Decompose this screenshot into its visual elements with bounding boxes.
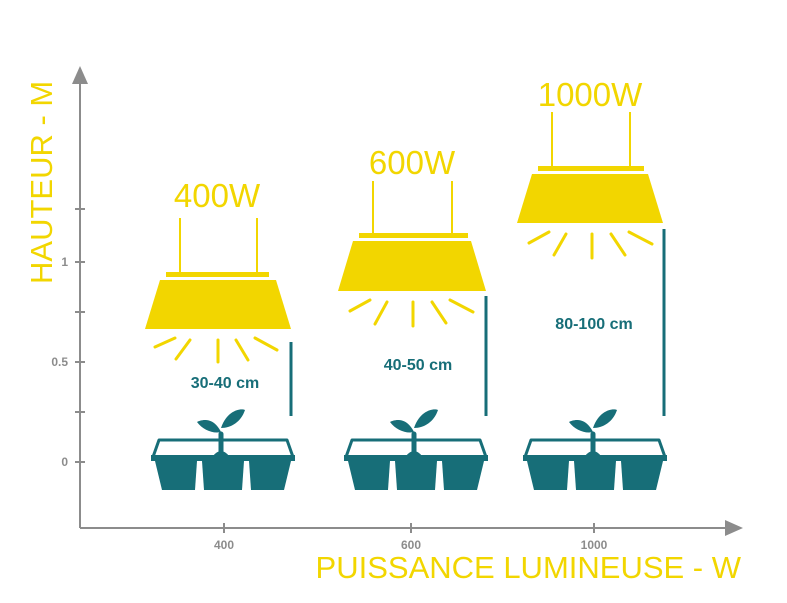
y-axis: 1 0.5 0 HAUTEUR - M	[24, 66, 88, 528]
y-axis-arrow-icon	[72, 66, 88, 84]
seedling-tray-icon	[523, 409, 667, 490]
x-axis: 400 600 1000 PUISSANCE LUMINEUSE - W	[80, 520, 743, 585]
grow-lamp-icon	[145, 218, 291, 364]
lamp-group-1000: 1000W 80-100 cm	[517, 76, 667, 490]
distance-label: 40-50 cm	[384, 357, 453, 374]
lamp-group-400: 400W 30-40 cm	[145, 177, 295, 490]
y-axis-title: HAUTEUR - M	[24, 81, 59, 284]
grow-lamp-icon	[338, 181, 486, 328]
lamp-group-600: 600W 40-50 cm	[338, 144, 488, 490]
lamp-power-label: 1000W	[538, 76, 643, 113]
seedling-tray-icon	[344, 409, 488, 490]
y-tick-label: 0	[61, 455, 68, 469]
seedling-tray-icon	[151, 409, 295, 490]
x-tick-label: 400	[214, 538, 234, 552]
grow-lamp-icon	[517, 112, 663, 260]
x-axis-arrow-icon	[725, 520, 743, 536]
x-tick-label: 1000	[581, 538, 608, 552]
y-tick-label: 0.5	[51, 355, 68, 369]
x-axis-title: PUISSANCE LUMINEUSE - W	[316, 550, 742, 585]
lamp-power-label: 400W	[174, 177, 261, 214]
x-tick-label: 600	[401, 538, 421, 552]
lamp-power-label: 600W	[369, 144, 456, 181]
distance-label: 80-100 cm	[555, 316, 632, 333]
y-tick-label: 1	[61, 255, 68, 269]
distance-label: 30-40 cm	[191, 375, 260, 392]
